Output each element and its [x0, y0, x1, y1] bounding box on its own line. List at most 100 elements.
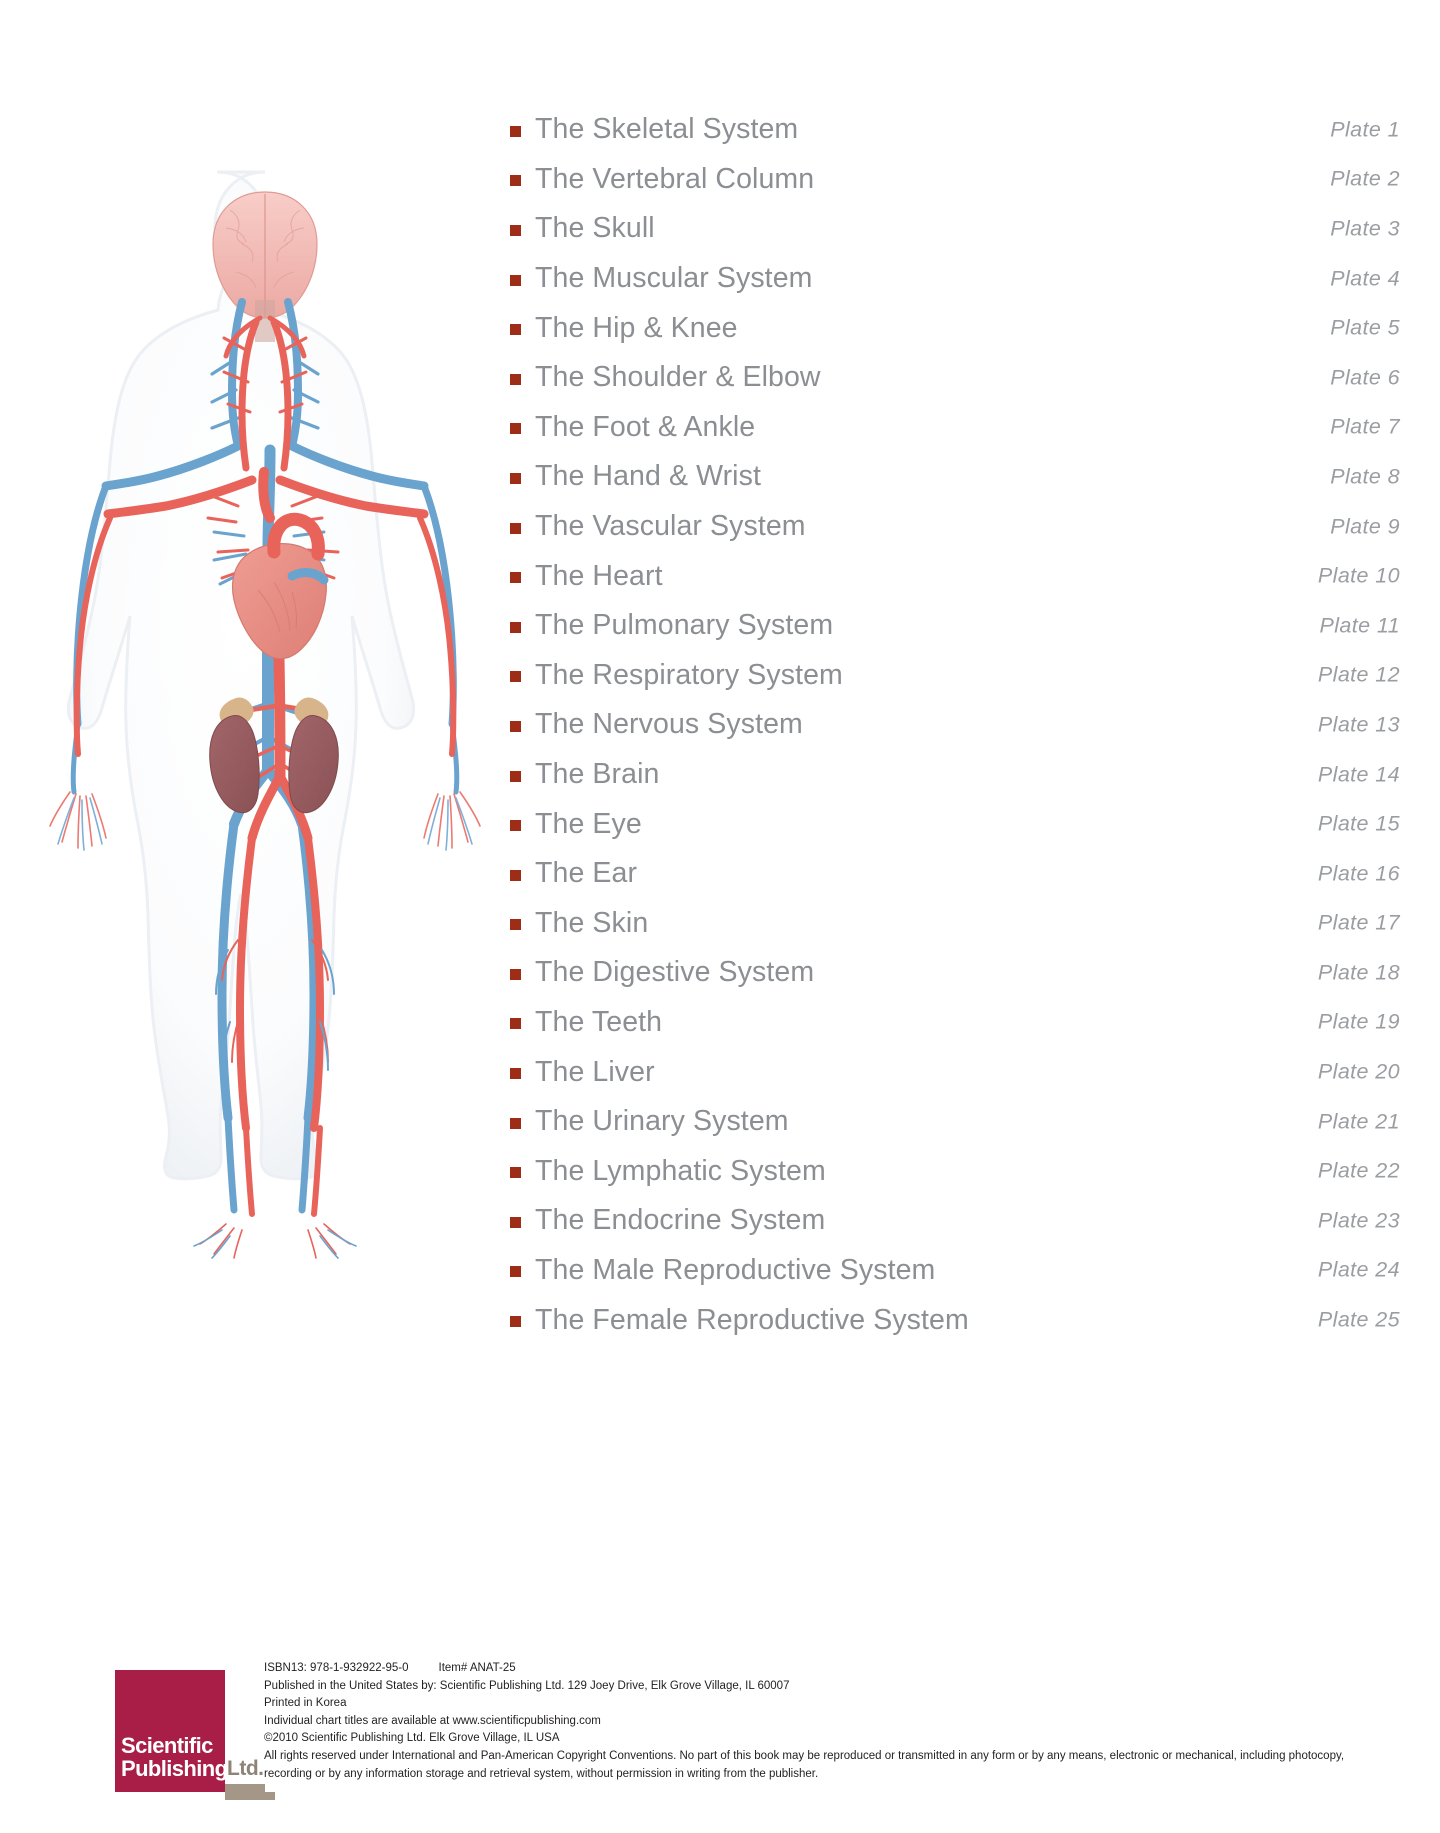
bullet-square-icon — [510, 472, 521, 484]
bullet-square-icon — [510, 423, 521, 435]
contents-item-title: The Heart — [535, 559, 663, 592]
page-footer: Scientific Publishing Ltd. ISBN13: 978-1… — [0, 1660, 1440, 1833]
kidneys-organ — [209, 697, 339, 814]
rights-line-1: All rights reserved under International … — [264, 1749, 1345, 1762]
contents-row[interactable]: The Female Reproductive System Plate 25 — [510, 1295, 1400, 1345]
contents-item-plate: Plate 22 — [1317, 1158, 1400, 1183]
item-number-text: Item# ANAT-25 — [438, 1662, 516, 1674]
rights-line-2: recording or by any information storage … — [264, 1767, 819, 1780]
contents-item-plate: Plate 17 — [1317, 910, 1400, 935]
contents-item-title: The Liver — [535, 1055, 655, 1088]
contents-item-title: The Brain — [535, 758, 660, 791]
contents-item-title: The Digestive System — [535, 956, 815, 989]
contents-row[interactable]: The Digestive System Plate 18 — [510, 948, 1400, 998]
venous-network — [70, 298, 460, 1214]
brain-organ — [212, 191, 318, 342]
published-by-line: Published in the United States by: Scien… — [264, 1679, 790, 1692]
logo-word-scientific: Scientific — [121, 1733, 213, 1758]
contents-item-plate: Plate 15 — [1317, 811, 1400, 836]
logo-word-ltd: Ltd. — [227, 1757, 264, 1780]
bullet-square-icon — [510, 373, 521, 385]
logo-color-block — [115, 1670, 225, 1792]
bullet-square-icon — [510, 820, 521, 832]
bullet-square-icon — [510, 621, 521, 633]
bullet-square-icon — [510, 968, 521, 980]
contents-item-title: The Shoulder & Elbow — [535, 361, 821, 394]
contents-row[interactable]: The Shoulder & Elbow Plate 6 — [510, 353, 1400, 403]
contents-item-title: The Endocrine System — [535, 1204, 826, 1237]
isbn-text: ISBN13: 978-1-932922-95-0 — [264, 1662, 409, 1674]
imprint-fine-print: ISBN13: 978-1-932922-95-0 Item# ANAT-25 P… — [264, 1660, 1424, 1783]
contents-item-title: The Female Reproductive System — [535, 1303, 969, 1336]
contents-item-plate: Plate 25 — [1317, 1307, 1400, 1332]
bullet-square-icon — [510, 869, 521, 881]
isbn-line: ISBN13: 978-1-932922-95-0 Item# ANAT-25 — [264, 1660, 1424, 1678]
logo-word-publishing: Publishing — [121, 1756, 228, 1781]
contents-row[interactable]: The Male Reproductive System Plate 24 — [510, 1246, 1400, 1296]
contents-row[interactable]: The Eye Plate 15 — [510, 799, 1400, 849]
bullet-square-icon — [510, 224, 521, 236]
contents-item-plate: Plate 3 — [1330, 216, 1400, 241]
contents-item-title: The Eye — [535, 807, 642, 840]
contents-item-title: The Pulmonary System — [535, 609, 834, 642]
contents-row[interactable]: The Nervous System Plate 13 — [510, 700, 1400, 750]
copyright-line: ©2010 Scientific Publishing Ltd. Elk Gro… — [264, 1732, 560, 1745]
contents-row[interactable]: The Liver Plate 20 — [510, 1047, 1400, 1097]
contents-item-plate: Plate 11 — [1319, 613, 1400, 638]
contents-item-title: The Respiratory System — [535, 658, 843, 691]
bullet-square-icon — [510, 1316, 521, 1328]
contents-row[interactable]: The Respiratory System Plate 12 — [510, 651, 1400, 701]
bullet-square-icon — [510, 324, 521, 336]
contents-row[interactable]: The Lymphatic System Plate 22 — [510, 1146, 1400, 1196]
contents-item-plate: Plate 20 — [1317, 1059, 1400, 1084]
bullet-square-icon — [510, 175, 521, 187]
bullet-square-icon — [510, 770, 521, 782]
logo-bar-notch — [265, 1784, 275, 1792]
contents-item-plate: Plate 12 — [1317, 662, 1400, 687]
contents-item-plate: Plate 8 — [1330, 464, 1400, 489]
contents-item-title: The Hip & Knee — [535, 311, 738, 344]
contents-item-plate: Plate 2 — [1330, 166, 1400, 191]
printed-in-line: Printed in Korea — [264, 1697, 347, 1710]
contents-item-plate: Plate 7 — [1330, 414, 1400, 439]
bullet-square-icon — [510, 125, 521, 137]
contents-row[interactable]: The Pulmonary System Plate 11 — [510, 601, 1400, 651]
bullet-square-icon — [510, 522, 521, 534]
bullet-square-icon — [510, 720, 521, 732]
contents-item-plate: Plate 19 — [1317, 1009, 1400, 1034]
contents-item-plate: Plate 1 — [1330, 117, 1400, 142]
contents-item-plate: Plate 21 — [1317, 1109, 1400, 1134]
contents-item-plate: Plate 24 — [1317, 1257, 1400, 1282]
contents-item-plate: Plate 6 — [1330, 365, 1400, 390]
bullet-square-icon — [510, 274, 521, 286]
contents-item-plate: Plate 18 — [1317, 960, 1400, 985]
contents-item-plate: Plate 13 — [1317, 712, 1400, 737]
contents-item-title: The Male Reproductive System — [535, 1253, 936, 1286]
bullet-square-icon — [510, 1018, 521, 1030]
contents-item-title: The Nervous System — [535, 708, 803, 741]
heart-organ — [231, 512, 329, 660]
human-vascular-system-figure — [30, 150, 500, 1310]
body-silhouette — [66, 170, 416, 1181]
bullet-square-icon — [510, 572, 521, 584]
contents-item-plate: Plate 16 — [1317, 861, 1400, 886]
bullet-square-icon — [510, 1117, 521, 1129]
contents-item-plate: Plate 4 — [1330, 266, 1400, 291]
contents-item-title: The Lymphatic System — [535, 1154, 826, 1187]
